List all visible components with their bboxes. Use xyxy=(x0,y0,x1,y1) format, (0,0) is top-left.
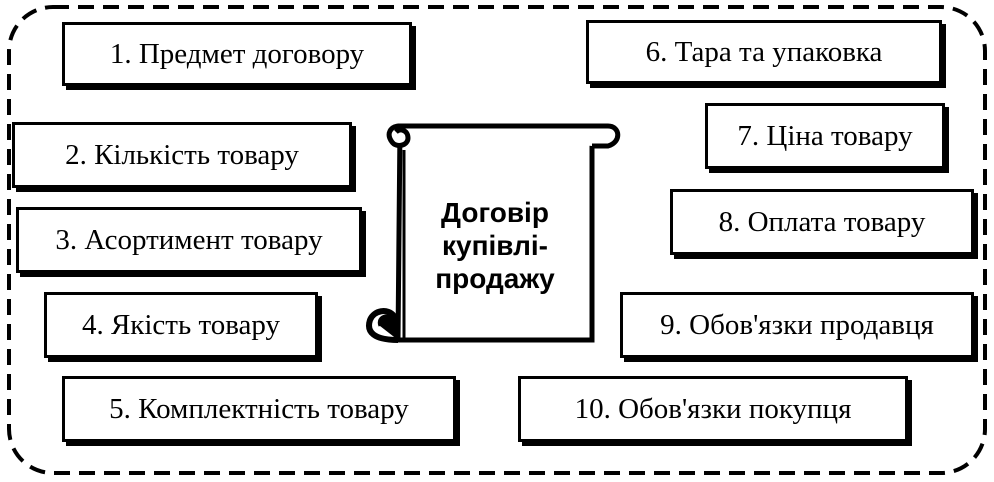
item-quality: 4. Якість товару xyxy=(44,292,318,358)
center-title: Договір купівлі- продажу xyxy=(400,196,590,295)
dashed-frame xyxy=(7,5,987,475)
item-seller-duties: 9. Обов'язки продавця xyxy=(620,292,974,358)
item-assortment: 3. Асортимент товару xyxy=(16,207,362,273)
scroll-icon xyxy=(366,123,621,343)
item-payment: 8. Оплата товару xyxy=(670,189,974,255)
center-title-line: Договір xyxy=(441,197,549,228)
item-completeness: 5. Комплектність товару xyxy=(62,376,456,442)
item-subject: 1. Предмет договору xyxy=(62,22,412,86)
item-packaging: 6. Тара та упаковка xyxy=(586,20,942,84)
item-price: 7. Ціна товару xyxy=(705,103,945,169)
item-quantity: 2. Кількість товару xyxy=(12,122,352,188)
item-buyer-duties: 10. Обов'язки покупця xyxy=(518,376,908,442)
center-title-line: купівлі- xyxy=(441,230,548,262)
center-title-line: продажу xyxy=(435,263,555,295)
